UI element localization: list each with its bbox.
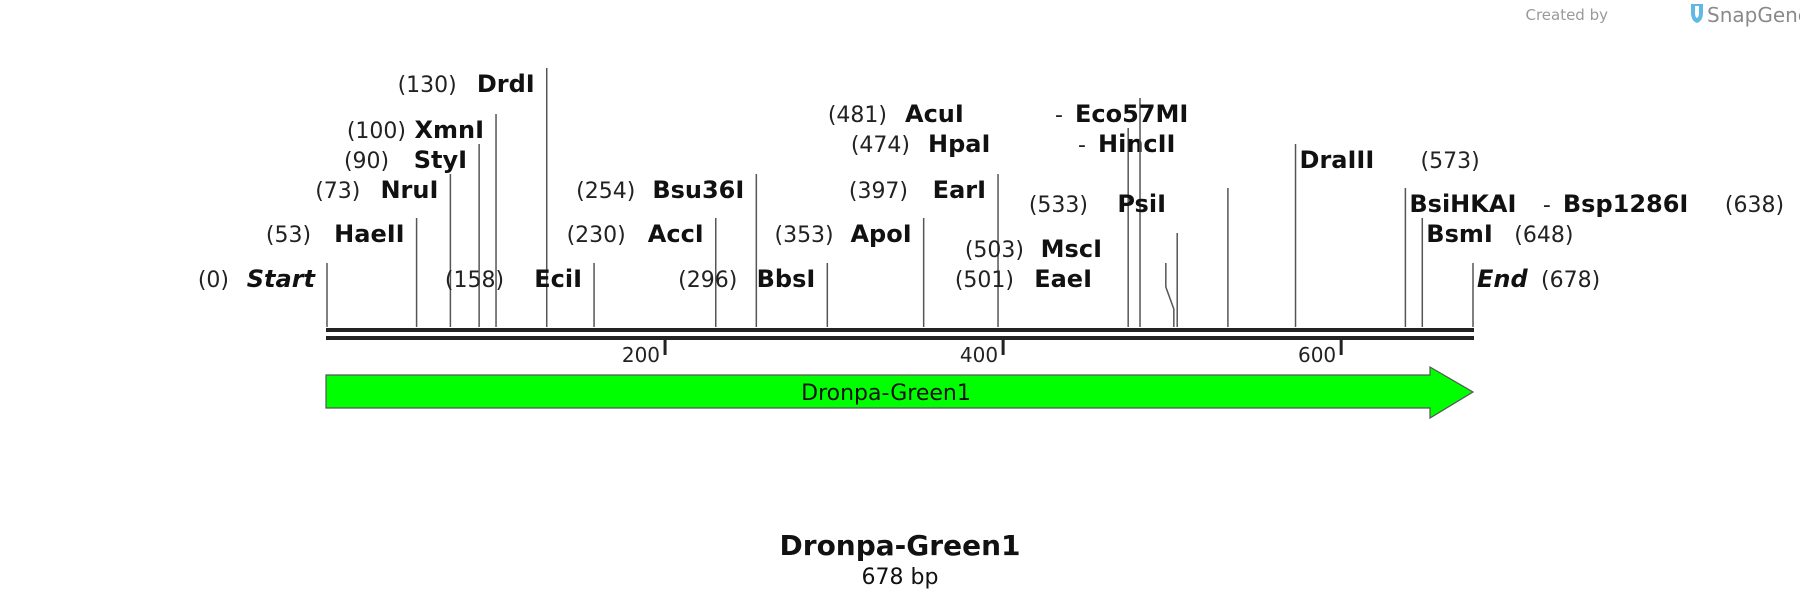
- ruler: 200 400 600: [622, 340, 1343, 367]
- site-marker-line: [1165, 263, 1175, 327]
- site-position: (130): [398, 73, 457, 98]
- site-acui[interactable]: (481)AcuI-Eco57MI: [828, 98, 1189, 327]
- site-position: (0): [198, 268, 229, 293]
- site-position: (501): [955, 268, 1014, 293]
- site-enzyme-name: EciI: [534, 265, 582, 293]
- ruler-tick: [663, 340, 667, 355]
- site-enzyme-name: Start: [247, 265, 317, 293]
- site-position: (397): [849, 179, 908, 204]
- site-isoschizomer-name: Bsp1286I: [1563, 190, 1688, 218]
- site-bsu36i[interactable]: Bsu36I (254): [576, 174, 758, 327]
- site-enzyme-name: MscI: [1041, 235, 1102, 263]
- site-position: (678): [1541, 268, 1600, 293]
- site-position: (100): [347, 119, 406, 144]
- site-isoschizomer-name: Eco57MI: [1075, 100, 1188, 128]
- site-enzyme-name: DraIII: [1300, 146, 1375, 174]
- site-nrui[interactable]: NruI (73): [315, 174, 452, 327]
- ruler-tick: [1001, 340, 1005, 355]
- site-bsihkai[interactable]: BsiHKAI -Bsp1286I (638): [1404, 188, 1784, 327]
- site-position: (638): [1725, 193, 1784, 218]
- site-end[interactable]: End (678): [1472, 263, 1600, 327]
- site-enzyme-name: StyI: [414, 146, 467, 174]
- site-enzyme-name: HpaI: [928, 130, 990, 158]
- site-name-separator: -: [1055, 103, 1063, 128]
- site-position: (230): [567, 223, 626, 248]
- site-enzyme-name: BbsI: [757, 265, 816, 293]
- site-position: (254): [576, 179, 635, 204]
- site-name-separator: -: [1078, 133, 1086, 158]
- site-position: (53): [266, 223, 311, 248]
- site-ecii[interactable]: EciI (158): [445, 263, 595, 327]
- backbone-top-strand: [326, 328, 1474, 332]
- site-bbsi[interactable]: BbsI (296): [678, 263, 829, 327]
- site-acci[interactable]: AccI (230): [567, 218, 717, 327]
- sequence-length: 678 bp: [862, 565, 939, 590]
- feature-arrow[interactable]: [325, 365, 1475, 420]
- snapgene-logo-icon: [1691, 4, 1703, 23]
- site-position: (296): [678, 268, 737, 293]
- site-position: (573): [1421, 149, 1480, 174]
- site-enzyme-name: NruI: [380, 176, 438, 204]
- site-draiii[interactable]: DraIII (573): [1294, 144, 1480, 327]
- site-enzyme-name: BsiHKAI: [1409, 190, 1516, 218]
- site-enzyme-name: EaeI: [1034, 265, 1092, 293]
- created-by-text: Created by: [1525, 6, 1608, 24]
- site-enzyme-name: AccI: [648, 220, 704, 248]
- site-bsmi[interactable]: BsmI (648): [1421, 218, 1573, 327]
- site-enzyme-name: AcuI: [905, 100, 964, 128]
- site-position: (158): [445, 268, 504, 293]
- site-eaei[interactable]: EaeI (501): [955, 263, 1175, 327]
- site-apoi[interactable]: ApoI (353): [774, 218, 925, 327]
- site-position: (503): [965, 238, 1024, 263]
- site-enzyme-name: DrdI: [477, 70, 535, 98]
- site-enzyme-name: ApoI: [850, 220, 911, 248]
- snapgene-brand-text: SnapGene: [1707, 3, 1800, 27]
- site-xmni[interactable]: XmnI (100): [347, 114, 497, 327]
- site-psii[interactable]: PsiI (533): [1029, 188, 1229, 327]
- feature-label: Dronpa-Green1: [801, 381, 971, 406]
- site-enzyme-name: HaeII: [334, 220, 404, 248]
- site-position: (353): [774, 223, 833, 248]
- site-enzyme-name: BsmI: [1426, 220, 1493, 248]
- site-drdi[interactable]: DrdI (130): [398, 68, 548, 327]
- site-msci[interactable]: MscI (503): [965, 233, 1178, 327]
- site-position: (90): [344, 149, 389, 174]
- site-position: (481): [828, 103, 887, 128]
- site-start[interactable]: Start (0): [198, 263, 328, 327]
- site-isoschizomer-name: HincII: [1098, 130, 1175, 158]
- ruler-tick-label: 200: [622, 343, 660, 367]
- site-name-separator: -: [1543, 193, 1551, 218]
- site-enzyme-name: EarI: [933, 176, 986, 204]
- site-styi[interactable]: StyI (90): [344, 144, 480, 327]
- site-enzyme-name: PsiI: [1117, 190, 1166, 218]
- ruler-tick: [1339, 340, 1343, 355]
- site-position: (73): [315, 179, 360, 204]
- site-enzyme-name: XmnI: [414, 116, 484, 144]
- site-eari[interactable]: EarI (397): [849, 174, 999, 327]
- site-hpai[interactable]: (474) HpaI -HincII: [851, 128, 1176, 327]
- ruler-tick-label: 400: [960, 343, 998, 367]
- site-position: (474): [851, 133, 910, 158]
- site-haeii[interactable]: HaeII (53): [266, 218, 418, 327]
- site-enzyme-name: End: [1477, 265, 1528, 293]
- site-position: (533): [1029, 193, 1088, 218]
- ruler-tick-label: 600: [1298, 343, 1336, 367]
- restriction-sites: Start (0) HaeII (53) NruI (73) StyI (90) XmnI (10…: [198, 68, 1784, 327]
- sequence-name: Dronpa-Green1: [780, 529, 1021, 562]
- backbone-bottom-strand: [326, 336, 1474, 340]
- site-position: (648): [1514, 223, 1573, 248]
- site-enzyme-name: Bsu36I: [652, 176, 744, 204]
